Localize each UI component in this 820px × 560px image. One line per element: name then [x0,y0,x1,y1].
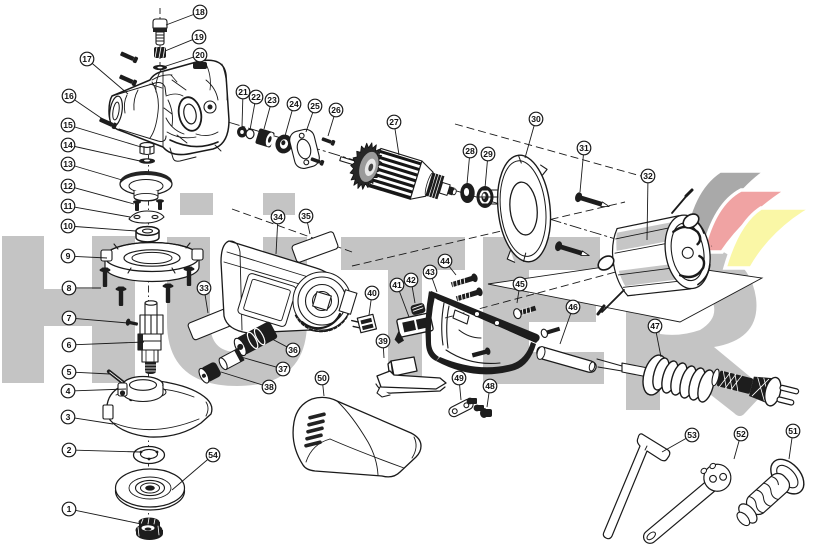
svg-text:12: 12 [63,181,73,191]
svg-text:15: 15 [63,120,73,130]
svg-text:10: 10 [63,221,73,231]
svg-text:41: 41 [392,280,402,290]
svg-text:45: 45 [515,279,525,289]
svg-text:26: 26 [331,105,341,115]
svg-text:23: 23 [267,95,277,105]
svg-text:2: 2 [67,445,72,455]
svg-text:21: 21 [238,87,248,97]
svg-text:6: 6 [67,340,72,350]
svg-text:3: 3 [66,412,71,422]
svg-text:22: 22 [251,92,261,102]
svg-text:53: 53 [687,430,697,440]
svg-text:52: 52 [736,429,746,439]
svg-text:34: 34 [273,212,283,222]
svg-text:18: 18 [195,7,205,17]
svg-text:42: 42 [406,275,416,285]
svg-text:4: 4 [66,386,71,396]
svg-text:47: 47 [650,321,660,331]
svg-text:27: 27 [389,117,399,127]
svg-text:16: 16 [64,91,74,101]
svg-text:36: 36 [288,345,298,355]
svg-text:32: 32 [643,171,653,181]
svg-text:35: 35 [301,211,311,221]
svg-text:50: 50 [317,373,327,383]
svg-text:33: 33 [199,283,209,293]
svg-text:54: 54 [208,450,218,460]
svg-text:46: 46 [568,302,578,312]
svg-text:14: 14 [63,140,73,150]
svg-text:51: 51 [788,426,798,436]
svg-text:1: 1 [67,504,72,514]
svg-text:43: 43 [425,267,435,277]
svg-text:29: 29 [483,149,493,159]
svg-text:38: 38 [264,382,274,392]
svg-text:11: 11 [63,201,72,211]
svg-text:44: 44 [440,256,450,266]
svg-text:28: 28 [465,146,475,156]
svg-text:9: 9 [66,251,71,261]
svg-text:25: 25 [310,101,320,111]
svg-text:39: 39 [378,336,388,346]
svg-text:40: 40 [367,288,377,298]
svg-text:7: 7 [67,313,72,323]
svg-text:49: 49 [454,373,464,383]
svg-text:24: 24 [289,99,299,109]
svg-text:19: 19 [194,32,204,42]
svg-text:13: 13 [63,159,73,169]
svg-text:8: 8 [67,283,72,293]
svg-text:20: 20 [195,50,205,60]
svg-text:31: 31 [579,143,589,153]
svg-text:30: 30 [531,114,541,124]
svg-text:5: 5 [67,367,72,377]
svg-text:17: 17 [82,54,92,64]
svg-text:48: 48 [485,381,495,391]
svg-text:37: 37 [278,364,288,374]
